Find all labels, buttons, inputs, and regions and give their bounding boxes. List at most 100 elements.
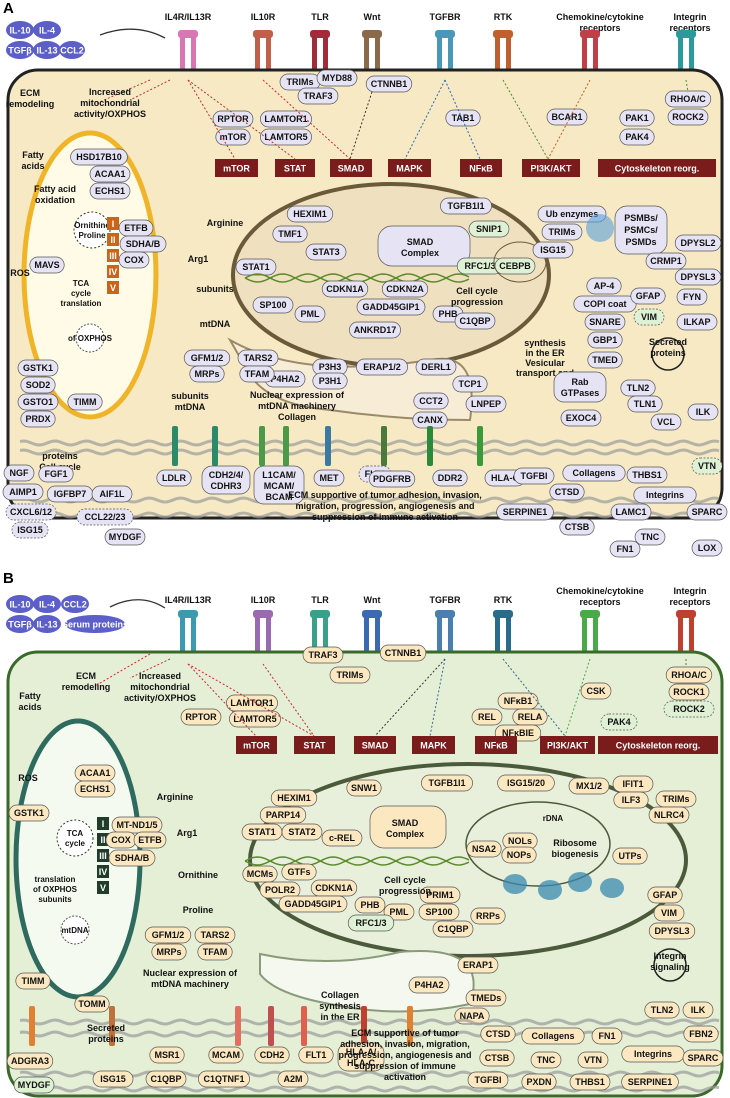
svg-text:IL-13: IL-13 <box>36 620 57 630</box>
label-ecm-supportive-a-1: ECM supportive of tumor adhesion, invasi… <box>288 490 482 500</box>
svg-text:CTNNB1: CTNNB1 <box>371 79 408 89</box>
svg-text:mTOR: mTOR <box>243 741 270 751</box>
svg-text:TNC: TNC <box>641 532 660 542</box>
membrane-receptor-a-3 <box>283 426 289 466</box>
protein-lnpep-a: LNPEP <box>465 395 507 413</box>
protein-gstk1-a: GSTK1 <box>17 359 59 377</box>
label-cdhr3-a: CDHR3 <box>210 481 241 491</box>
svg-text:P4HA2: P4HA2 <box>270 374 299 384</box>
svg-text:CCL2: CCL2 <box>60 46 84 56</box>
svg-text:HEXIM1: HEXIM1 <box>277 793 311 803</box>
protein-stat2-b: STAT2 <box>281 823 323 841</box>
svg-text:I: I <box>102 819 105 829</box>
protein-mavs-a: MAVS <box>29 256 65 274</box>
signal-arrow <box>129 658 171 679</box>
membrane-receptor-b-1 <box>109 1006 115 1046</box>
protein-copi-coat-a: COPI coat <box>573 295 637 313</box>
membrane-receptor-b-6 <box>407 1006 413 1046</box>
svg-text:IGFBP7: IGFBP7 <box>54 489 87 499</box>
ligand-arrow-a <box>99 28 166 39</box>
svg-text:MT-ND1/5: MT-ND1/5 <box>116 820 157 830</box>
label-psmcs-a: PSMCs/ <box>624 225 658 235</box>
svg-text:ROCK1: ROCK1 <box>673 687 705 697</box>
label-proline-b: Proline <box>183 905 214 915</box>
svg-text:GSTK1: GSTK1 <box>23 363 53 373</box>
svg-text:CANX: CANX <box>417 415 443 425</box>
label-ecm-supportive-b-5: activation <box>384 1072 426 1082</box>
svg-text:MAPK: MAPK <box>396 164 423 174</box>
svg-text:HEXIM1: HEXIM1 <box>293 209 327 219</box>
receptor-label-rtk-b: RTK <box>494 595 513 605</box>
svg-text:Integrins: Integrins <box>634 1049 672 1059</box>
protein-snw1-b: SNW1 <box>346 779 382 797</box>
svg-text:TGFBI: TGFBI <box>521 471 548 481</box>
protein-thbs1-b: THBS1 <box>569 1073 611 1091</box>
svg-text:TRIMs: TRIMs <box>287 77 314 87</box>
svg-text:LAMTOR5: LAMTOR5 <box>264 132 307 142</box>
svg-text:TLN2: TLN2 <box>651 1005 674 1015</box>
svg-text:TIMM: TIMM <box>22 976 45 986</box>
svg-text:NGF: NGF <box>10 468 30 478</box>
svg-text:STAT: STAT <box>303 741 326 751</box>
label-psmds-a: PSMDs <box>625 237 656 247</box>
protein-mtnd15-b: MT-ND1/5 <box>111 816 163 834</box>
receptor-a-1 <box>253 30 273 74</box>
label-secreted-a: proteins <box>42 451 78 461</box>
label-increased-b: Increased <box>139 671 181 681</box>
svg-text:VTN: VTN <box>698 461 716 471</box>
svg-text:II: II <box>110 235 115 245</box>
svg-text:IV: IV <box>99 867 108 877</box>
svg-text:ACAA1: ACAA1 <box>79 768 110 778</box>
svg-text:IL-13: IL-13 <box>36 46 57 56</box>
svg-text:GADD45GIP1: GADD45GIP1 <box>362 302 419 312</box>
protein-vtn-b: VTN <box>577 1051 609 1069</box>
label-collagen-b: Collagen <box>321 990 359 1000</box>
label-mcam-a: MCAM/ <box>264 481 295 491</box>
svg-text:SERPINE1: SERPINE1 <box>628 1077 673 1087</box>
svg-text:THBS1: THBS1 <box>575 1077 605 1087</box>
svg-text:ISG15: ISG15 <box>540 245 566 255</box>
label-fatty-acid-a: Fatty acid <box>34 184 76 194</box>
label-collagen-a: Nuclear expression of <box>250 390 345 400</box>
signal-arrow <box>429 658 446 737</box>
receptor-b-3 <box>362 610 382 654</box>
label-presentation-a: transport and <box>516 368 574 378</box>
svg-text:SNARE: SNARE <box>589 317 621 327</box>
protein-tfam-b: TFAM <box>197 943 233 961</box>
protein-polr2-b: POLR2 <box>259 881 301 899</box>
svg-text:NOLs: NOLs <box>508 836 532 846</box>
label-ecm-supportive-a-3: suppression of immune activation <box>312 512 458 522</box>
protein-mtor-a: mTOR <box>215 128 251 146</box>
label-remodeling-b: remodeling <box>62 682 111 692</box>
label-vesicular-a: synthesis <box>524 338 566 348</box>
svg-text:NOPs: NOPs <box>507 850 532 860</box>
label-proteins-b: proteins <box>88 1034 124 1044</box>
protein-utps-b: UTPs <box>612 847 648 865</box>
receptor-label-integrin-2-a: receptors <box>669 23 710 33</box>
protein-trims-right-a: TRIMs <box>541 223 583 241</box>
svg-text:PDGFRB: PDGFRB <box>373 474 412 484</box>
svg-text:STAT: STAT <box>284 164 307 174</box>
svg-text:ISG15: ISG15 <box>17 525 43 535</box>
signal-arrow <box>374 658 446 737</box>
svg-text:CTSB: CTSB <box>485 1053 510 1063</box>
protein-traf3-b: TRAF3 <box>302 646 344 664</box>
svg-text:GBP1: GBP1 <box>593 335 618 345</box>
smad-complex-a <box>377 225 471 267</box>
label-complex-a: Complex <box>401 248 439 258</box>
protein-etfb-b: ETFB <box>133 831 167 849</box>
svg-text:GSTO1: GSTO1 <box>23 397 53 407</box>
label-cdh-a: CDH2/4/ <box>209 470 244 480</box>
svg-text:LOX: LOX <box>698 543 717 553</box>
svg-text:TGFβ: TGFβ <box>8 620 32 630</box>
receptor-label-integrin-a: Integrin <box>674 12 707 22</box>
nucleolus-a <box>493 241 547 283</box>
label-ecm-supportive-a-2: migration, progression, angiogenesis and <box>295 501 474 511</box>
label-smad-b: SMAD <box>392 818 419 828</box>
svg-text:REL: REL <box>478 712 497 722</box>
svg-text:CCT2: CCT2 <box>419 396 443 406</box>
protein-ifit1-b: IFIT1 <box>612 775 654 793</box>
label-biogenesis-b: biogenesis <box>551 849 598 859</box>
svg-text:TIMM: TIMM <box>74 397 97 407</box>
svg-text:MX1/2: MX1/2 <box>576 781 602 791</box>
